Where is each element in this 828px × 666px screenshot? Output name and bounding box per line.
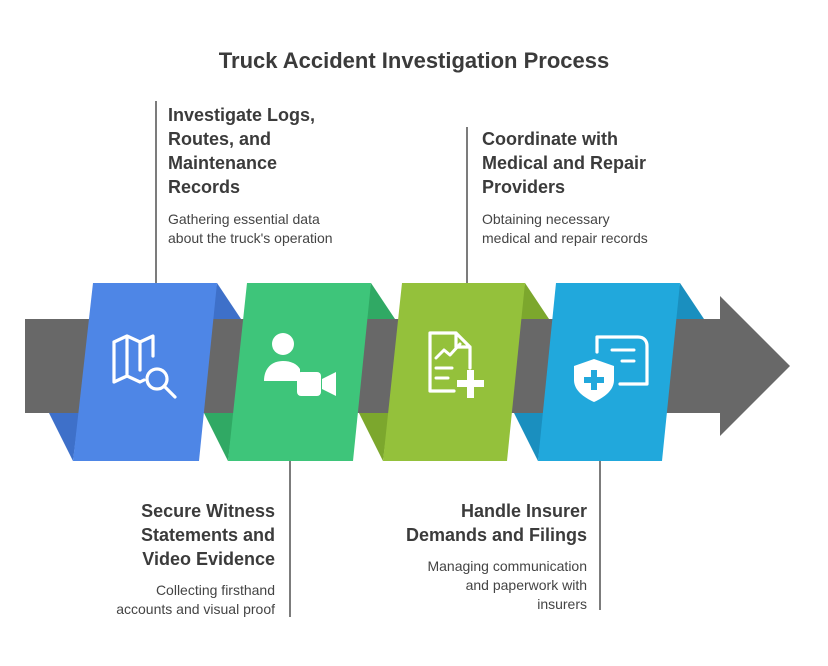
step-3-fold-top (519, 283, 549, 319)
step-2-fold-top (365, 283, 395, 319)
step-1-panel (49, 283, 241, 461)
step-4-description: Managing communication and paperwork wit… (427, 558, 587, 612)
step-4-fold-bottom (514, 413, 544, 461)
step-3-title: Coordinate with Medical and Repair Provi… (482, 129, 647, 197)
step-1-title: Investigate Logs, Routes, and Maintenanc… (168, 105, 316, 197)
page-title: Truck Accident Investigation Process (218, 48, 610, 73)
chart-document-plus-icon (428, 331, 484, 398)
step-1-fold-bottom (49, 413, 79, 461)
step-2-title: Secure Witness Statements and Video Evid… (140, 501, 275, 569)
step-1-description: Gathering essential data about the truck… (168, 211, 333, 246)
person-video-icon (264, 333, 336, 396)
shield-document-icon (574, 335, 649, 402)
step-3-fold-bottom (359, 413, 389, 461)
step-3-face (383, 283, 525, 461)
step-1-face (73, 283, 217, 461)
step-1-fold-top (211, 283, 241, 319)
step-4-title: Handle Insurer Demands and Filings (405, 501, 587, 545)
step-3-panel (359, 283, 549, 461)
map-search-icon (112, 334, 177, 399)
step-2-fold-bottom (204, 413, 234, 461)
step-4-fold-top (674, 283, 704, 319)
step-2-description: Collecting firsthand accounts and visual… (116, 582, 275, 617)
step-3-description: Obtaining necessary medical and repair r… (482, 211, 648, 246)
